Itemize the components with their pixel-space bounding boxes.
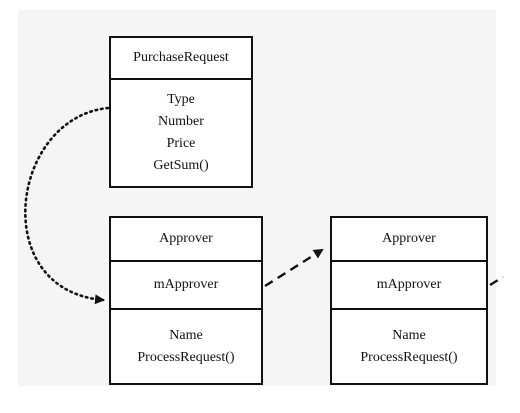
- class-name: Approver: [382, 231, 436, 246]
- class-name-compartment: Approver: [332, 218, 486, 262]
- purchase-request-class-box: PurchaseRequest Type Number Price GetSum…: [109, 36, 253, 188]
- member-name: Name: [169, 327, 203, 343]
- member-mapprover: mApprover: [376, 277, 442, 292]
- class-members-compartment: Name ProcessRequest(): [111, 310, 261, 383]
- member-processrequest: ProcessRequest(): [360, 349, 458, 365]
- member-type: Type: [167, 92, 195, 107]
- member-getsum: GetSum(): [153, 158, 209, 173]
- class-members-compartment: Name ProcessRequest(): [332, 310, 486, 383]
- member-name: Name: [392, 327, 426, 343]
- successor-field-compartment: mApprover: [332, 262, 486, 310]
- class-name-compartment: PurchaseRequest: [111, 38, 251, 80]
- member-price: Price: [166, 136, 196, 151]
- member-mapprover: mApprover: [153, 277, 219, 292]
- successor-field-compartment: mApprover: [111, 262, 261, 310]
- dashed-successor-line-offscreen: [489, 275, 504, 287]
- class-members-compartment: Type Number Price GetSum(): [111, 80, 251, 186]
- approver-class-box-1: Approver mApprover Name ProcessRequest(): [109, 216, 263, 385]
- class-name-compartment: Approver: [111, 218, 261, 262]
- class-name: PurchaseRequest: [133, 50, 229, 65]
- member-processrequest: ProcessRequest(): [137, 349, 235, 365]
- approver-class-box-2: Approver mApprover Name ProcessRequest(): [330, 216, 488, 385]
- class-name: Approver: [159, 231, 213, 246]
- member-number: Number: [158, 114, 204, 129]
- dotted-reference-arrow: [24, 106, 110, 305]
- dashed-successor-arrow: [264, 248, 324, 288]
